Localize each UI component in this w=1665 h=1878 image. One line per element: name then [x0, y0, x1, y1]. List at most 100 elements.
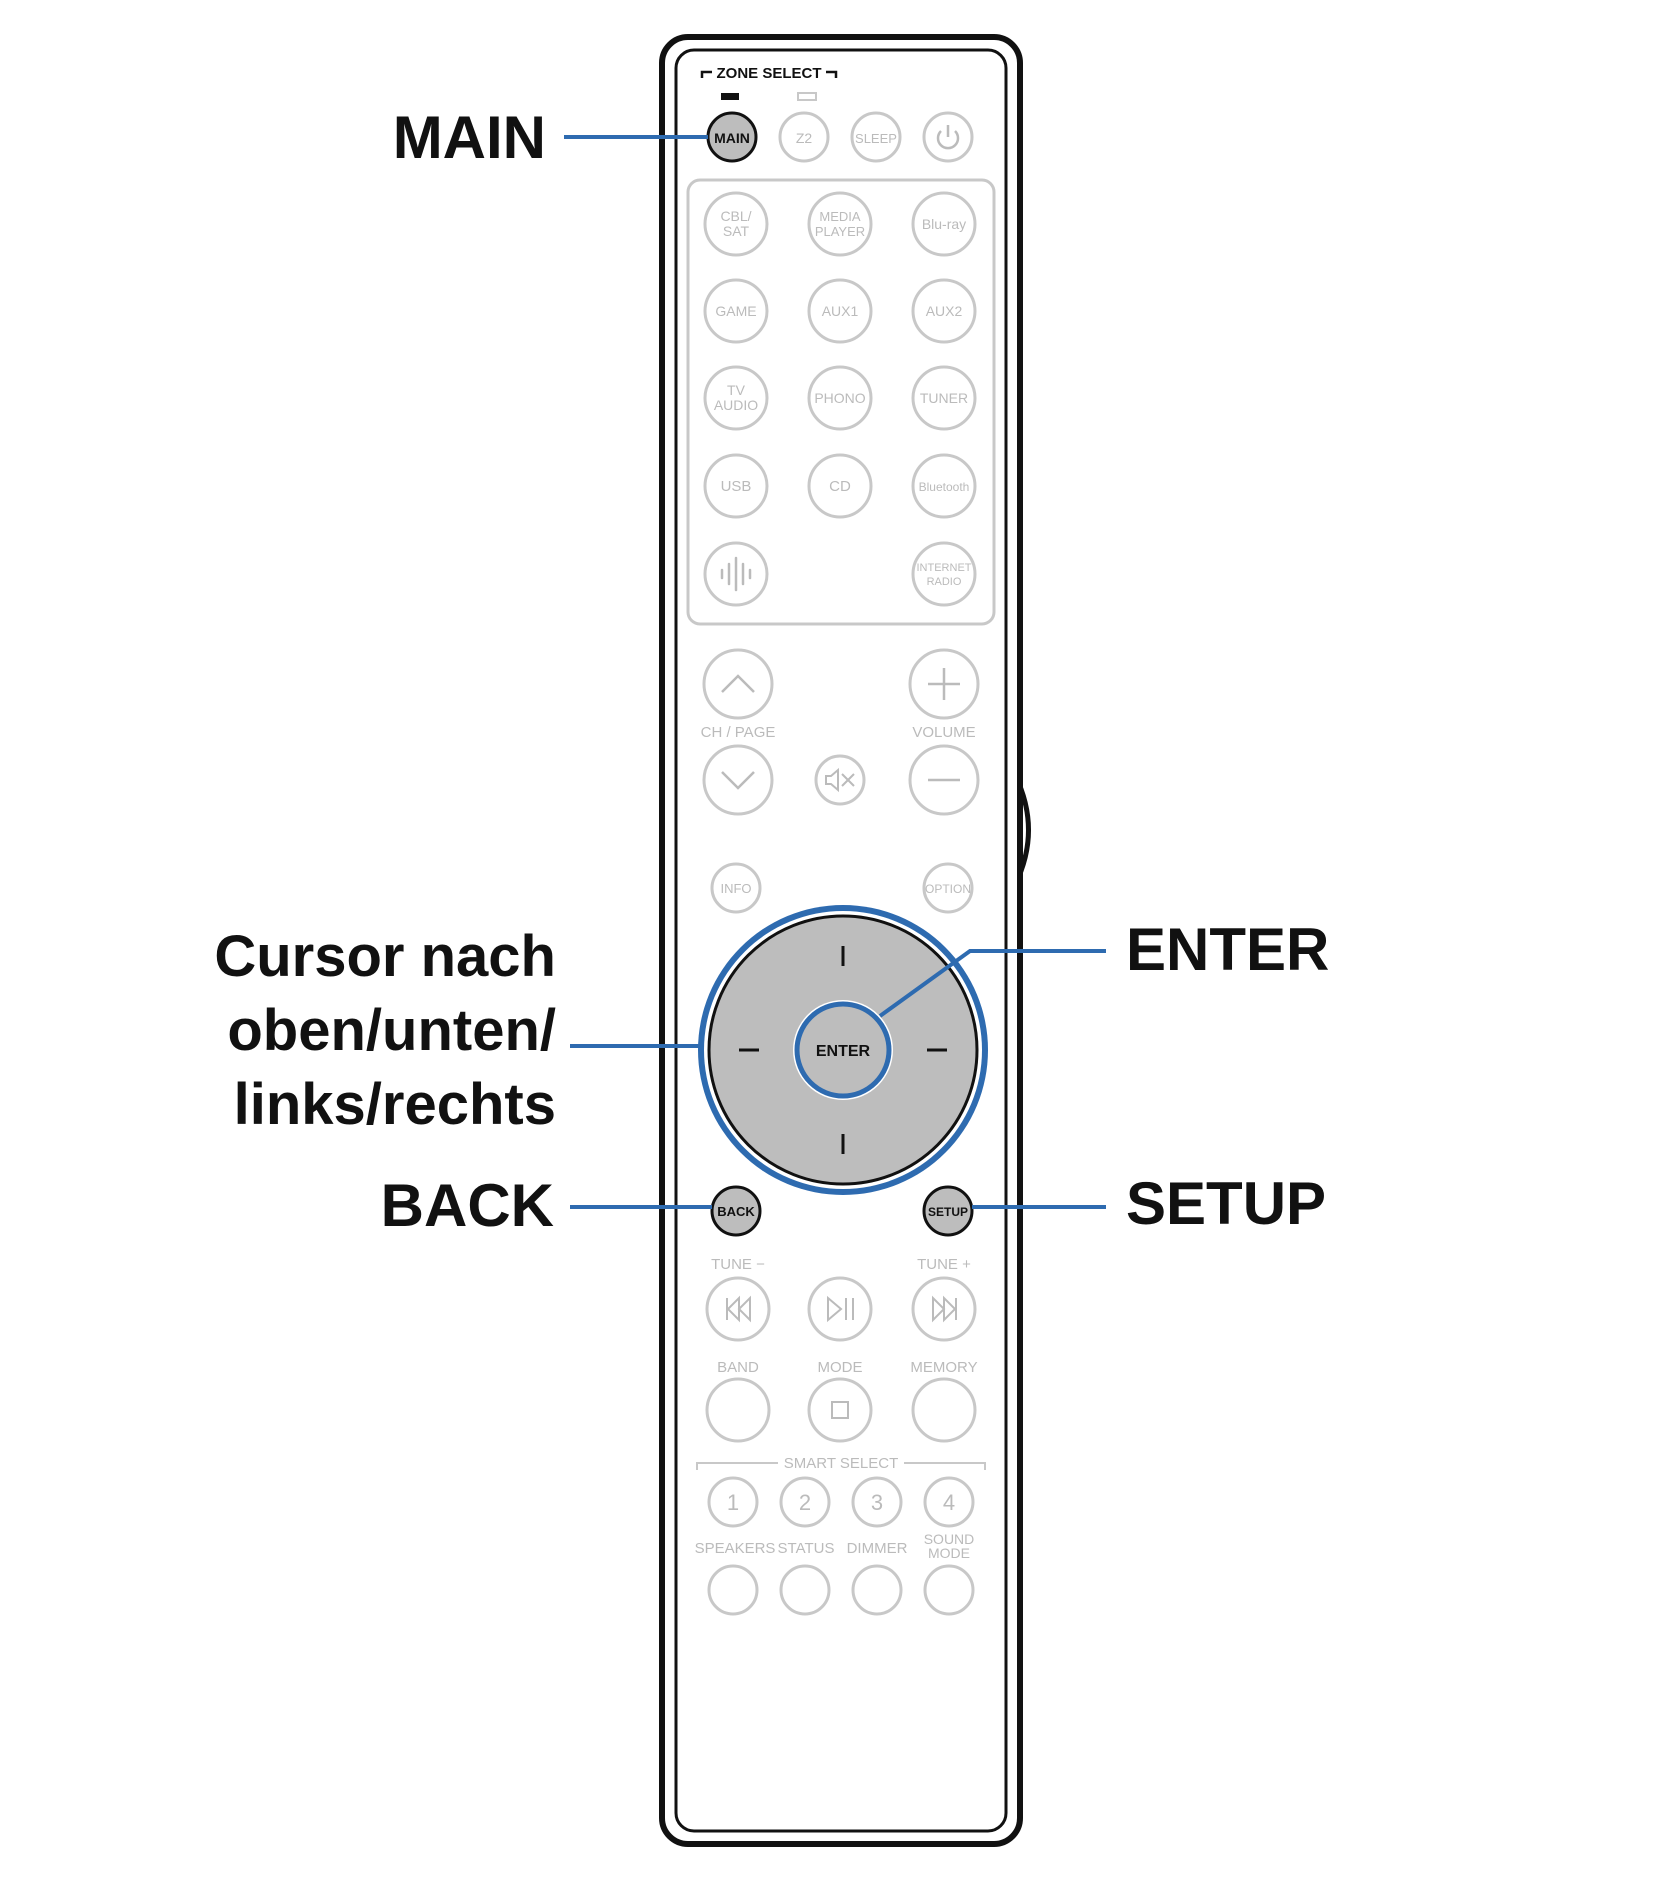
band-button[interactable]	[705, 1377, 771, 1443]
button-aux2[interactable]: AUX2	[911, 278, 977, 344]
play-pause-button[interactable]	[807, 1276, 873, 1342]
button-heos[interactable]	[703, 541, 769, 607]
button-z2-label: Z2	[796, 130, 813, 146]
button-game-label: GAME	[715, 303, 756, 319]
tune-plus-label: TUNE +	[917, 1256, 971, 1273]
speakers-label: SPEAKERS	[695, 1540, 776, 1557]
power-button[interactable]	[922, 111, 974, 163]
enter-callout: ENTER	[1126, 916, 1330, 983]
button-bluetooth-label: Bluetooth	[919, 480, 970, 494]
main-callout: MAIN	[392, 104, 546, 171]
button-tuner[interactable]: TUNER	[911, 365, 977, 431]
channel-up-button[interactable]	[702, 648, 774, 720]
volume-up-button[interactable]	[908, 648, 980, 720]
stop-icon	[831, 1401, 849, 1419]
button-tv-audio-line2: AUDIO	[714, 397, 758, 413]
button-tv-audio[interactable]: TV AUDIO	[703, 365, 769, 431]
speakers-button[interactable]	[707, 1564, 759, 1616]
info-button[interactable]: INFO	[710, 862, 762, 914]
band-label: BAND	[717, 1359, 759, 1376]
button-cbl-sat[interactable]: CBL/ SAT	[703, 191, 769, 257]
button-usb[interactable]: USB	[703, 453, 769, 519]
memory-label: MEMORY	[910, 1359, 977, 1376]
ch-page-label: CH / PAGE	[701, 724, 776, 741]
button-aux1[interactable]: AUX1	[807, 278, 873, 344]
button-aux2-label: AUX2	[926, 303, 963, 319]
smart-select-3-button[interactable]: 3	[851, 1476, 903, 1528]
button-phono-label: PHONO	[814, 390, 865, 406]
button-sleep[interactable]: SLEEP	[850, 111, 902, 163]
button-bluray-label: Blu-ray	[922, 216, 966, 232]
smart-select-label: SMART SELECT	[784, 1455, 898, 1472]
plus-icon	[928, 668, 960, 700]
button-internet-radio[interactable]: INTERNET RADIO	[911, 541, 977, 607]
mute-icon	[825, 767, 855, 793]
chevron-up-icon	[721, 674, 755, 693]
smart-select-divider	[696, 1462, 986, 1470]
enter-button-label: ENTER	[816, 1043, 871, 1060]
enter-button[interactable]: ENTER	[793, 1000, 893, 1100]
back-button[interactable]: BACK	[710, 1185, 762, 1237]
channel-down-button[interactable]	[702, 744, 774, 816]
memory-button[interactable]	[911, 1377, 977, 1443]
mute-button[interactable]	[814, 754, 866, 806]
button-cd[interactable]: CD	[807, 453, 873, 519]
button-phono[interactable]: PHONO	[807, 365, 873, 431]
skip-back-icon	[726, 1295, 751, 1323]
zone-select-group: ZONE SELECT	[700, 65, 838, 101]
button-main-label: MAIN	[714, 130, 750, 146]
button-internet-radio-line1: INTERNET	[917, 562, 972, 574]
zone2-indicator	[797, 92, 817, 101]
option-button[interactable]: OPTION	[922, 862, 974, 914]
sound-mode-label-line2: MODE	[928, 1545, 970, 1561]
setup-button[interactable]: SETUP	[922, 1185, 974, 1237]
smart-select-2-button[interactable]: 2	[779, 1476, 831, 1528]
skip-forward-button[interactable]	[911, 1276, 977, 1342]
smart-select-2-label: 2	[799, 1490, 811, 1515]
option-button-label: OPTION	[925, 882, 971, 896]
enter-leader-line	[878, 949, 1106, 1018]
button-tv-audio-line1: TV	[727, 382, 746, 398]
zone-select-label: ZONE SELECT	[716, 65, 821, 82]
smart-select-1-label: 1	[727, 1490, 739, 1515]
button-aux1-label: AUX1	[822, 303, 859, 319]
heos-icon	[720, 556, 752, 592]
skip-back-button[interactable]	[705, 1276, 771, 1342]
leader-lines	[564, 135, 1106, 1209]
status-button[interactable]	[779, 1564, 831, 1616]
button-bluray[interactable]: Blu-ray	[911, 191, 977, 257]
back-button-label: BACK	[717, 1204, 755, 1219]
button-usb-label: USB	[721, 478, 752, 495]
button-media-player-line1: MEDIA	[819, 209, 861, 224]
play-pause-icon	[827, 1295, 854, 1323]
sound-mode-button[interactable]	[923, 1564, 975, 1616]
source-panel	[686, 178, 996, 626]
power-icon	[936, 125, 960, 150]
cursor-callout: Cursor nach oben/unten/ links/rechts	[150, 920, 556, 1142]
button-tuner-label: TUNER	[920, 390, 968, 406]
button-main[interactable]: MAIN	[706, 111, 758, 163]
setup-callout: SETUP	[1126, 1170, 1327, 1237]
button-bluetooth[interactable]: Bluetooth	[911, 453, 977, 519]
stop-button[interactable]	[807, 1377, 873, 1443]
button-cbl-sat-line1: CBL/	[720, 208, 751, 224]
button-game[interactable]: GAME	[703, 278, 769, 344]
setup-button-label: SETUP	[928, 1205, 968, 1219]
button-internet-radio-line2: RADIO	[927, 576, 962, 588]
smart-select-4-button[interactable]: 4	[923, 1476, 975, 1528]
skip-forward-icon	[932, 1295, 957, 1323]
status-label: STATUS	[778, 1540, 835, 1557]
back-callout: BACK	[380, 1172, 554, 1239]
tune-minus-label: TUNE −	[711, 1256, 765, 1273]
dimmer-button[interactable]	[851, 1564, 903, 1616]
smart-select-1-button[interactable]: 1	[707, 1476, 759, 1528]
volume-down-button[interactable]	[908, 744, 980, 816]
info-button-label: INFO	[720, 881, 751, 896]
button-media-player[interactable]: MEDIA PLAYER	[807, 191, 873, 257]
chevron-down-icon	[721, 771, 755, 790]
cursor-callout-line3: links/rechts	[233, 1072, 556, 1137]
button-z2[interactable]: Z2	[778, 111, 830, 163]
volume-label: VOLUME	[912, 724, 975, 741]
